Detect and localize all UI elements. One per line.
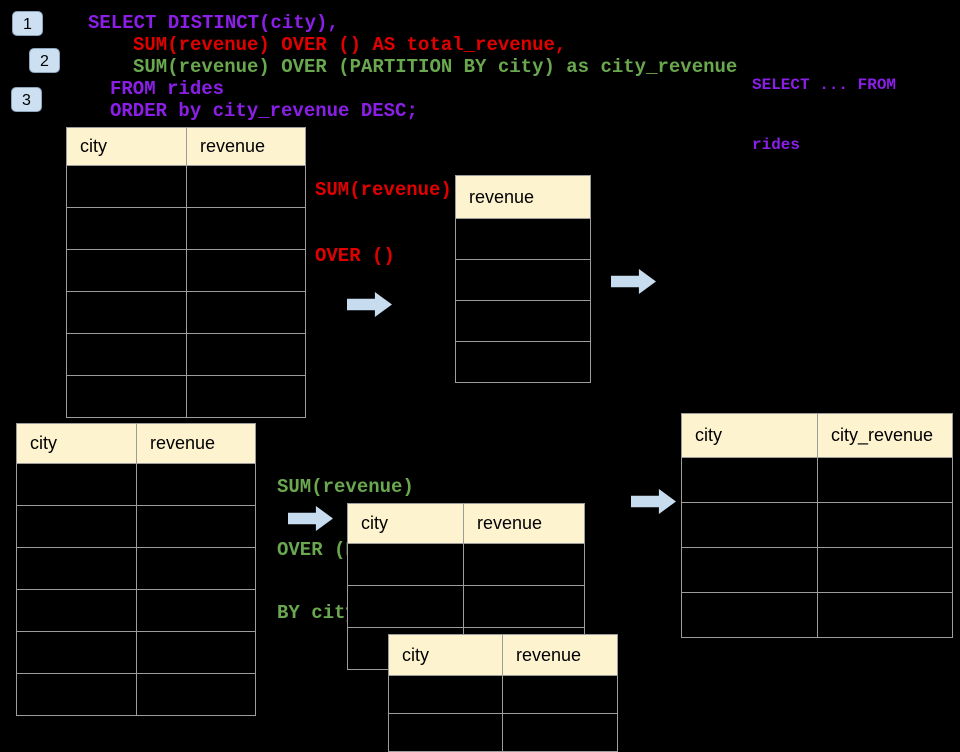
- table-row: [681, 592, 953, 638]
- sql-line-from: FROM rides: [110, 78, 225, 100]
- table-row: [66, 333, 306, 376]
- table-row: [16, 463, 256, 506]
- result-table: city city_revenue: [681, 413, 953, 638]
- total-revenue-label-line2: OVER (): [315, 245, 395, 267]
- column-header-revenue: revenue: [502, 634, 618, 676]
- from-rides-note-line2: rides: [752, 136, 801, 154]
- column-header-revenue: revenue: [136, 423, 256, 464]
- table-row: [66, 165, 306, 208]
- total-revenue-label-line1: SUM(revenue): [315, 179, 452, 201]
- from-rides-note: SELECT ... FROM rides: [752, 35, 896, 175]
- column-header-revenue: revenue: [463, 503, 585, 544]
- table-row: [16, 547, 256, 590]
- column-header-city: city: [388, 634, 503, 676]
- column-header-city: city: [347, 503, 464, 544]
- from-rides-note-line1: SELECT ... FROM: [752, 76, 897, 94]
- source-table-bottom: city revenue: [16, 423, 256, 716]
- sql-line-order: ORDER by city_revenue DESC;: [110, 100, 418, 122]
- sql-line-total: SUM(revenue) OVER () AS total_revenue,: [133, 34, 567, 56]
- column-header-revenue: revenue: [186, 127, 306, 166]
- table-row: [16, 673, 256, 716]
- table-row: [347, 585, 585, 628]
- slide-canvas: { "steps": { "one": "1", "two": "2", "th…: [11, 11, 953, 752]
- table-row: [388, 675, 618, 714]
- table-row: [455, 259, 591, 301]
- step-badge-3: 3: [11, 87, 42, 112]
- table-row: [681, 502, 953, 548]
- partitioned-table-overlay: city revenue: [388, 634, 618, 752]
- table-row: [681, 457, 953, 503]
- table-row: [66, 291, 306, 334]
- table-row: [455, 218, 591, 260]
- table-row: [66, 207, 306, 250]
- table-row: [347, 543, 585, 586]
- column-header-revenue: revenue: [455, 175, 591, 219]
- table-row: [455, 300, 591, 342]
- table-row: [66, 249, 306, 292]
- sql-line-partition: SUM(revenue) OVER (PARTITION BY city) as…: [133, 56, 738, 78]
- column-header-city-revenue: city_revenue: [817, 413, 953, 458]
- table-row: [16, 589, 256, 632]
- revenue-column-table: revenue: [455, 175, 591, 383]
- step-badge-1: 1: [12, 11, 43, 36]
- column-header-city: city: [16, 423, 137, 464]
- total-revenue-label: SUM(revenue) OVER (): [315, 135, 452, 289]
- table-row: [455, 341, 591, 383]
- column-header-city: city: [66, 127, 187, 166]
- table-row: [388, 713, 618, 752]
- table-row: [16, 505, 256, 548]
- table-row: [681, 547, 953, 593]
- table-row: [66, 375, 306, 418]
- step-badge-2: 2: [29, 48, 60, 73]
- flow-arrow-icon-4: [631, 489, 676, 514]
- column-header-city: city: [681, 413, 818, 458]
- source-table-top: city revenue: [66, 127, 306, 418]
- flow-arrow-icon-2: [611, 269, 656, 294]
- partition-label-line1: SUM(revenue): [277, 476, 414, 498]
- table-row: [16, 631, 256, 674]
- sql-line-select: SELECT DISTINCT(city),: [88, 12, 339, 34]
- flow-arrow-icon-1: [347, 292, 392, 317]
